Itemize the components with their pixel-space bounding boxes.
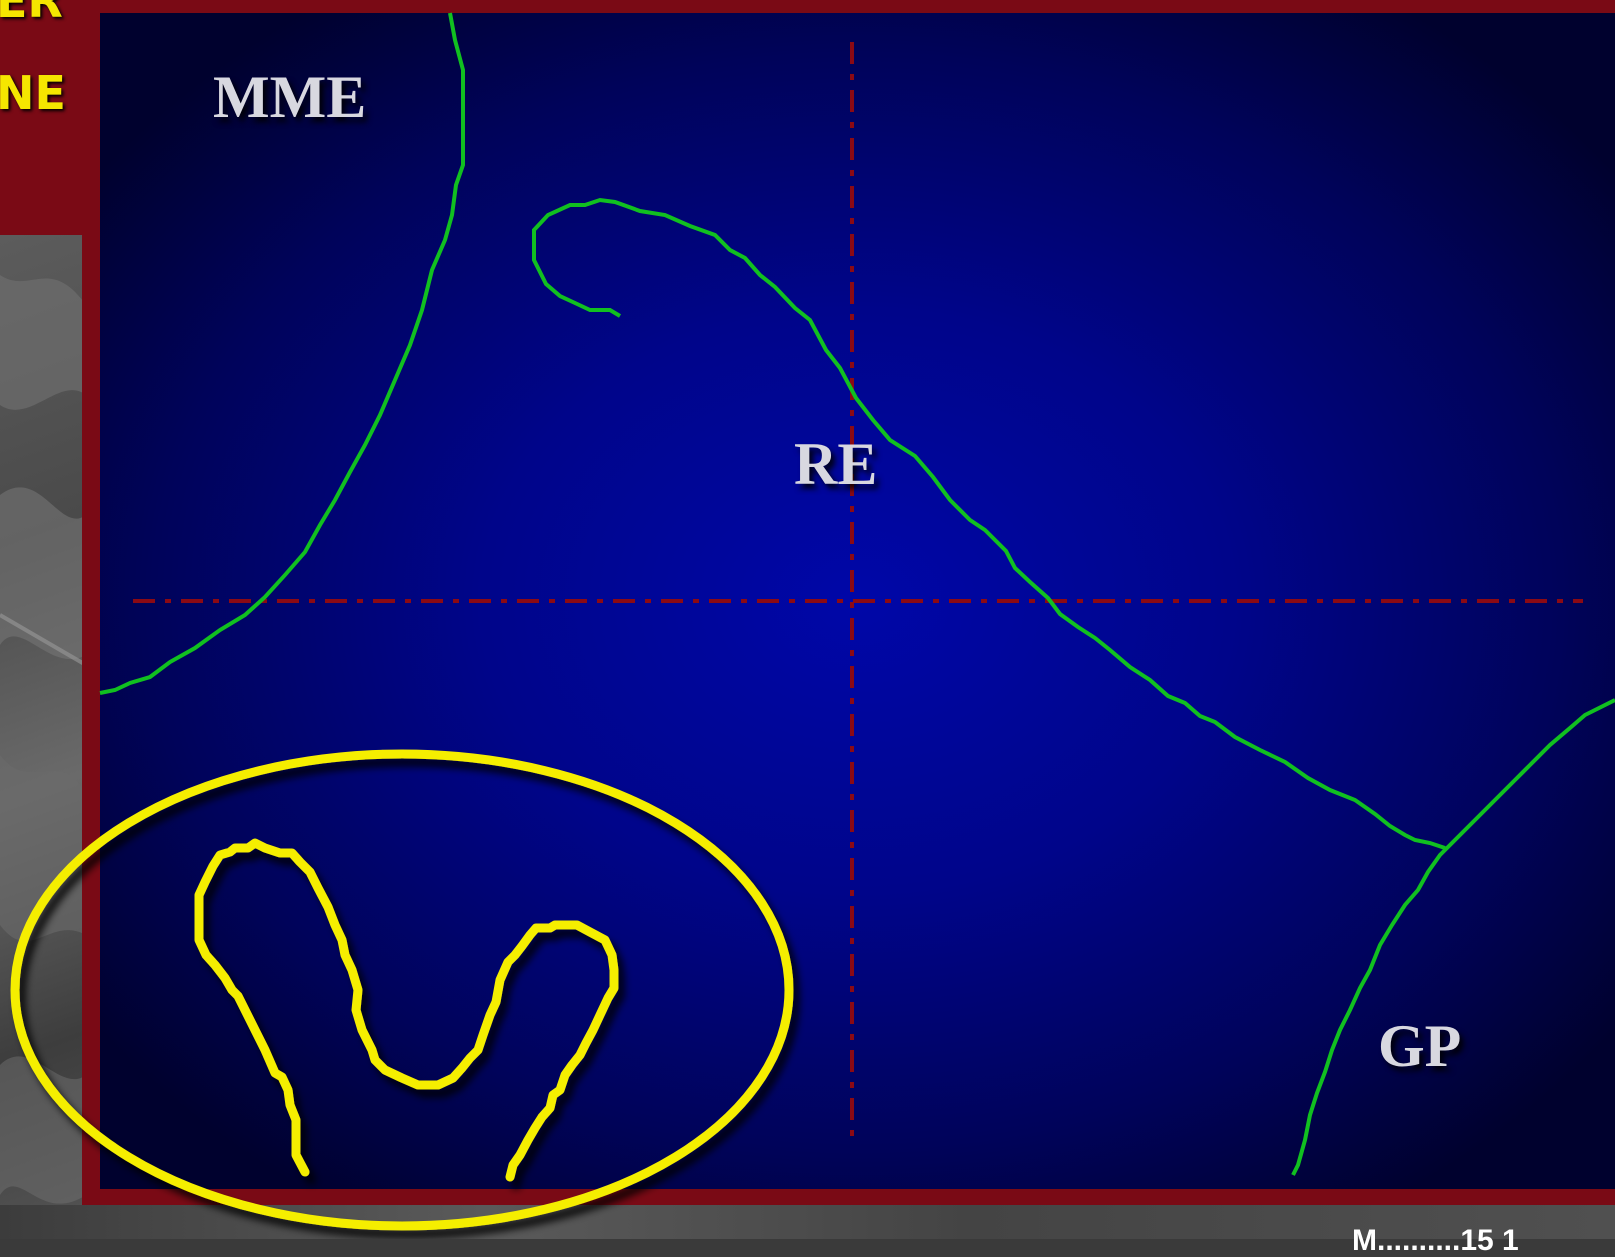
green-curve-left <box>99 12 465 695</box>
left-texture-panel <box>0 235 86 1239</box>
corner-text-top: ER <box>0 0 63 28</box>
label-gp: GP <box>1378 1013 1462 1079</box>
left-red-panel <box>0 0 86 235</box>
highlight-ellipse <box>10 749 794 1231</box>
texture-pattern <box>0 275 86 1204</box>
yellow-wave-curve <box>194 838 619 1182</box>
highlight-group <box>10 749 794 1231</box>
corner-text-middle: NE <box>0 66 66 120</box>
green-curve-right <box>1291 698 1615 1176</box>
label-mme: MME <box>213 64 367 130</box>
green-curve-middle <box>532 197 1446 850</box>
label-re: RE <box>794 431 878 497</box>
